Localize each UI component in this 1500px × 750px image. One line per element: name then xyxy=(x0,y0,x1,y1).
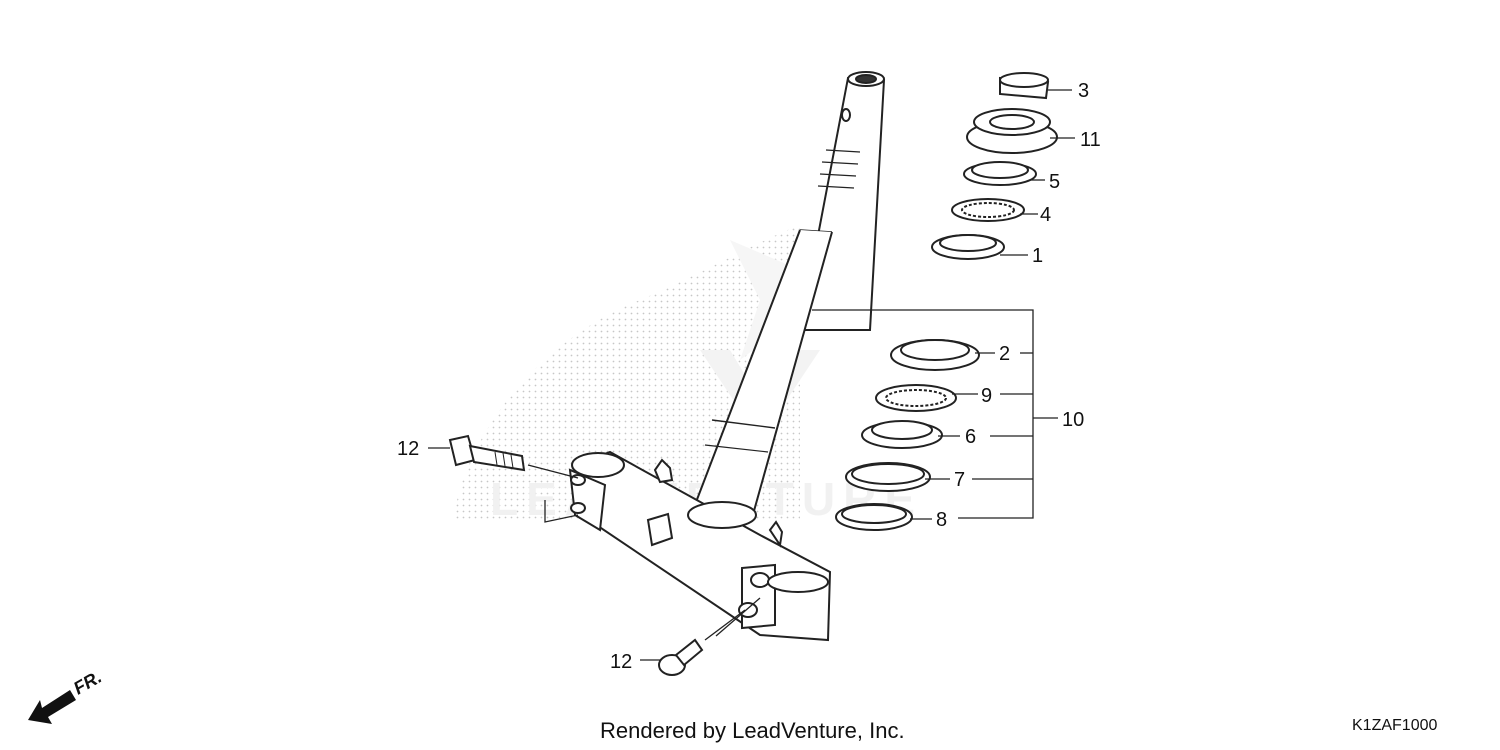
render-credit: Rendered by LeadVenture, Inc. xyxy=(600,718,905,743)
diagram-code: K1ZAF1000 xyxy=(1352,717,1438,734)
race-1 xyxy=(931,234,1005,260)
callout-7: 7 xyxy=(954,469,965,491)
front-direction-label: FR. xyxy=(70,667,105,699)
callout-2: 2 xyxy=(999,343,1010,365)
dust-seal-5 xyxy=(963,161,1037,186)
washer-8 xyxy=(835,503,913,531)
callout-3: 3 xyxy=(1078,80,1089,102)
bolt-upper xyxy=(448,434,526,472)
race-2 xyxy=(890,339,980,371)
ball-race-9 xyxy=(875,384,957,412)
steering-stem-bridge xyxy=(568,450,832,642)
callout-6: 6 xyxy=(965,426,976,448)
callout-12-upper: 12 xyxy=(397,438,419,460)
callout-9: 9 xyxy=(981,385,992,407)
callout-10: 10 xyxy=(1062,409,1084,431)
callout-4: 4 xyxy=(1040,204,1051,226)
callout-5: 5 xyxy=(1049,171,1060,193)
seal-7 xyxy=(845,462,931,492)
callout-8: 8 xyxy=(936,509,947,531)
front-direction-arrow: FR. xyxy=(28,667,105,724)
steering-stem xyxy=(691,71,886,520)
ball-race-4 xyxy=(951,198,1025,222)
callout-leaders xyxy=(428,89,1075,661)
race-6 xyxy=(861,420,943,449)
callout-11: 11 xyxy=(1080,129,1101,151)
callout-1: 1 xyxy=(1032,245,1043,267)
nut-3 xyxy=(999,72,1050,100)
bolt-lower xyxy=(658,638,704,676)
bolt-leaders xyxy=(527,464,761,641)
callout-12-lower: 12 xyxy=(610,651,632,673)
nut-11 xyxy=(966,108,1058,154)
